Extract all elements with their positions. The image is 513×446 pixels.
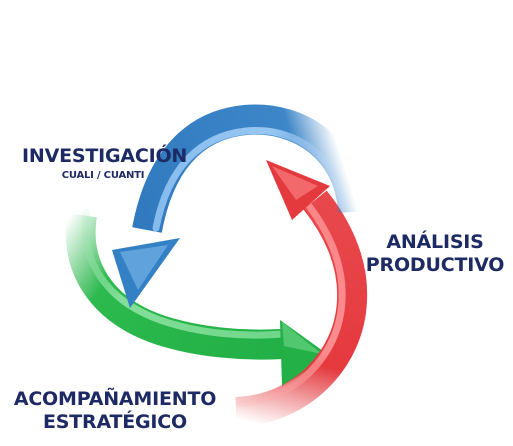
label-investigacion: INVESTIGACIÓN CUALI / CUANTI [22,145,188,182]
green-arrow [65,208,330,386]
investigacion-subtitle: CUALI / CUANTI [61,170,145,181]
analisis-line1: ANÁLISIS [386,231,484,253]
acompanamiento-line2: ESTRATÉGICO [43,411,187,433]
red-arrow [234,160,368,427]
analisis-line2: PRODUCTIVO [365,254,505,276]
label-analisis: ANÁLISIS PRODUCTIVO [360,231,510,277]
label-acompanamiento: ACOMPAÑAMIENTO ESTRATÉGICO [6,388,224,434]
blue-arrow [112,104,368,308]
acompanamiento-line1: ACOMPAÑAMIENTO [13,388,217,410]
investigacion-title: INVESTIGACIÓN [22,145,188,167]
